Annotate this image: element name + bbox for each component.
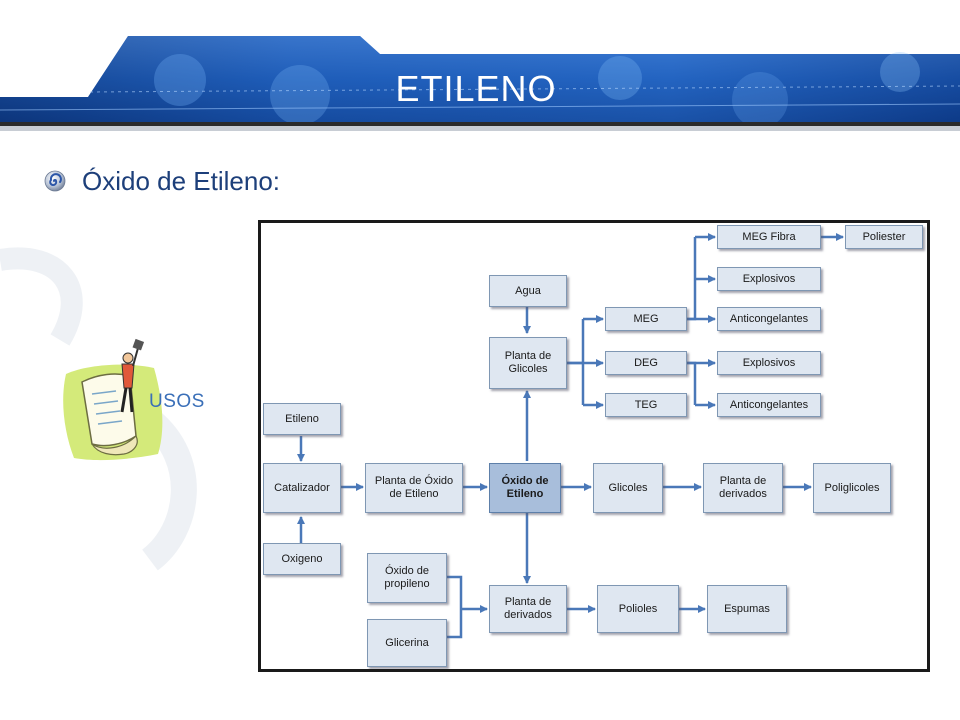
node-catalizador: Catalizador [263,463,341,513]
node-explosivos-1: Explosivos [717,267,821,291]
node-espumas: Espumas [707,585,787,633]
node-planta-oxido: Planta de Óxido de Etileno [365,463,463,513]
node-planta-derivados-1: Planta de derivados [703,463,783,513]
node-poliglicoles: Poliglicoles [813,463,891,513]
node-meg-fibra: MEG Fibra [717,225,821,249]
header-banner: ETILENO [0,0,960,135]
node-teg: TEG [605,393,687,417]
node-etileno: Etileno [263,403,341,435]
diagram-connectors [297,233,844,639]
background-swirl [0,247,197,571]
slide-title: ETILENO [395,68,557,109]
node-polioles: Polioles [597,585,679,633]
connector-deg-branch [687,361,697,405]
node-anticongelantes-1: Anticongelantes [717,307,821,331]
node-oxido-etileno: Óxido de Etileno [489,463,561,513]
usos-label: USOS [149,391,205,412]
connector-meg-branch [687,237,697,321]
bullet-row: Óxido de Etileno: [44,164,280,198]
node-glicoles: Glicoles [593,463,663,513]
ethylene-oxide-flow-diagram: Etileno Catalizador Oxigeno Planta de Óx… [258,220,930,672]
node-deg: DEG [605,351,687,375]
node-agua: Agua [489,275,567,307]
node-meg: MEG [605,307,687,331]
person-on-scroll-clipart [63,338,163,461]
node-glicerina: Glicerina [367,619,447,667]
node-planta-glicoles: Planta de Glicoles [489,337,567,389]
node-oxigeno: Oxigeno [263,543,341,575]
node-poliester: Poliester [845,225,923,249]
header-graphic [0,0,960,135]
node-oxido-propileno: Óxido de propileno [367,553,447,603]
bullet-text: Óxido de Etileno: [82,165,281,196]
node-anticongelantes-2: Anticongelantes [717,393,821,417]
node-explosivos-2: Explosivos [717,351,821,375]
connector-propileno-glicerina [447,575,463,639]
spiral-bullet-icon [44,170,66,192]
node-planta-derivados-2: Planta de derivados [489,585,567,633]
